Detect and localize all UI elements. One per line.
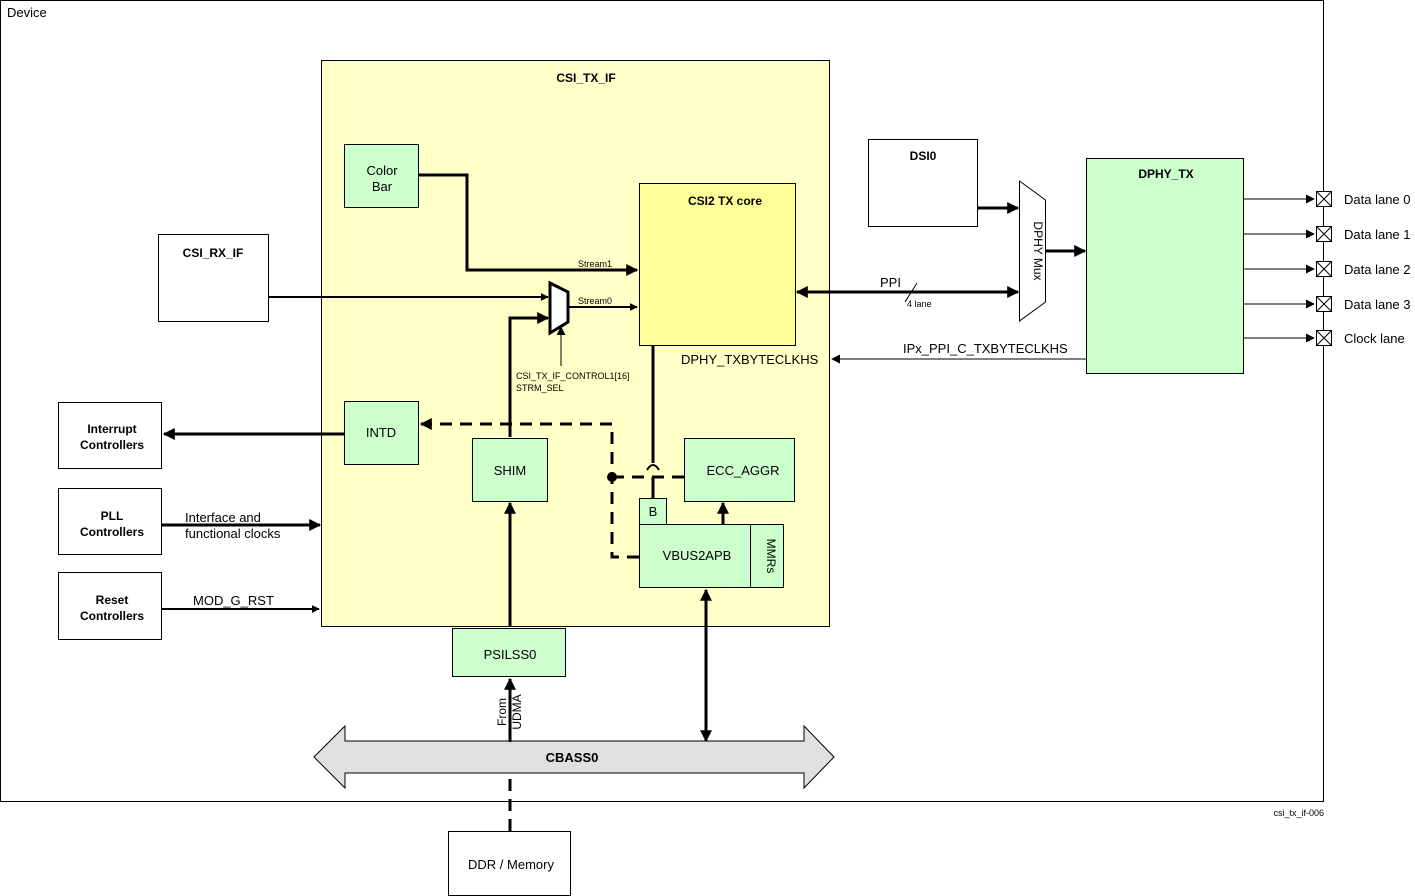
lane-label-1: Data lane 1 bbox=[1344, 227, 1411, 242]
b-label: B bbox=[649, 504, 658, 519]
dphy-tx-block bbox=[1086, 158, 1244, 374]
pll-controllers-label-2: Controllers bbox=[80, 525, 144, 539]
dphy-txbyteclkhs-label: DPHY_TXBYTECLKHS bbox=[681, 352, 819, 367]
mmrs-label: MMRs bbox=[764, 539, 778, 574]
mmrs-block bbox=[750, 524, 784, 588]
figure-id: csi_tx_if-006 bbox=[1273, 808, 1324, 818]
cbass0-label: CBASS0 bbox=[546, 750, 599, 765]
intd-block bbox=[344, 401, 419, 465]
shim-label: SHIM bbox=[494, 463, 527, 478]
interrupt-controllers-label-1: Interrupt bbox=[87, 422, 136, 436]
dsi0-title: DSI0 bbox=[910, 149, 937, 163]
interrupt-controllers-block bbox=[58, 402, 162, 469]
dphy-tx-title: DPHY_TX bbox=[1138, 167, 1193, 181]
ddr-memory-block bbox=[448, 831, 571, 896]
interrupt-controllers-label-2: Controllers bbox=[80, 438, 144, 452]
interface-clocks-label-2: functional clocks bbox=[185, 526, 281, 541]
stream-mux bbox=[548, 280, 570, 336]
reset-controllers-label-2: Controllers bbox=[80, 609, 144, 623]
color-bar-label-2: Bar bbox=[372, 179, 393, 194]
csi2-tx-core-block bbox=[639, 183, 796, 346]
csi-rx-if-block bbox=[158, 234, 269, 322]
lane-outputs bbox=[1244, 194, 1315, 343]
psilss0-label: PSILSS0 bbox=[484, 647, 537, 662]
csi-tx-if-title: CSI_TX_IF bbox=[556, 71, 615, 85]
mod-g-rst-label: MOD_G_RST bbox=[193, 593, 274, 608]
stream0-label: Stream0 bbox=[578, 296, 612, 306]
device-title: Device bbox=[7, 5, 47, 20]
lane-label-clock: Clock lane bbox=[1344, 331, 1405, 346]
color-bar-label-1: Color bbox=[366, 163, 398, 178]
from-udma-label-1: From bbox=[495, 698, 509, 726]
pll-controllers-label-1: PLL bbox=[101, 509, 124, 523]
lane-label-2: Data lane 2 bbox=[1344, 262, 1411, 277]
csi-rx-if-title: CSI_RX_IF bbox=[183, 246, 244, 260]
strm-sel-label-2: STRM_SEL bbox=[516, 383, 564, 393]
csi2-tx-core-title: CSI2 TX core bbox=[688, 194, 762, 208]
ecc-aggr-label: ECC_AGGR bbox=[707, 463, 780, 478]
lane-label-0: Data lane 0 bbox=[1344, 192, 1411, 207]
vbus2apb-block bbox=[639, 524, 751, 588]
vbus2apb-label: VBUS2APB bbox=[663, 548, 732, 563]
psilss0-block bbox=[452, 628, 566, 677]
stream1-label: Stream1 bbox=[578, 259, 612, 269]
reset-controllers-block bbox=[58, 572, 162, 640]
interface-clocks-label-1: Interface and bbox=[185, 510, 261, 525]
intd-label: INTD bbox=[366, 425, 396, 440]
junction-dot bbox=[607, 472, 617, 482]
ecc-aggr-block bbox=[684, 438, 795, 502]
lane-label-3: Data lane 3 bbox=[1344, 297, 1411, 312]
color-bar-block bbox=[344, 144, 419, 208]
shim-block bbox=[472, 438, 548, 502]
ddr-memory-label: DDR / Memory bbox=[468, 857, 554, 872]
from-udma-label-2: UDMA bbox=[510, 694, 524, 729]
dphy-mux-label: DPHY Mux bbox=[1031, 221, 1045, 280]
four-lane-label: 4 lane bbox=[907, 299, 932, 309]
reset-controllers-label-1: Reset bbox=[96, 593, 129, 607]
strm-sel-label-1: CSI_TX_IF_CONTROL1[16] bbox=[516, 371, 630, 381]
ipx-ppi-label: IPx_PPI_C_TXBYTECLKHS bbox=[903, 341, 1068, 356]
dsi0-block bbox=[868, 139, 978, 227]
connections bbox=[162, 173, 1087, 831]
lane-pins bbox=[1316, 191, 1332, 346]
ppi-label: PPI bbox=[880, 275, 901, 290]
dphy-mux bbox=[1019, 180, 1046, 322]
pll-controllers-block bbox=[58, 488, 162, 555]
